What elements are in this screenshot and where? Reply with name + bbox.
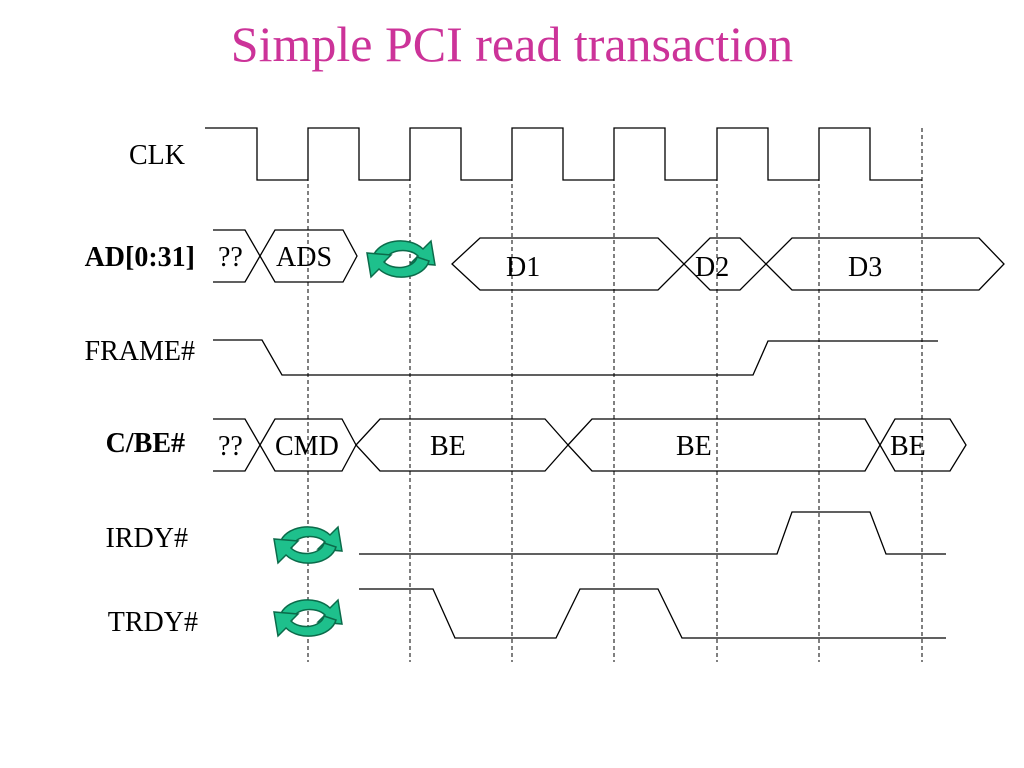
cbe-segment-command-label: CMD xyxy=(275,431,339,462)
cbe-segment-be-2 xyxy=(567,418,881,472)
ad-segment-address xyxy=(259,229,358,283)
turnaround-cycle-icon xyxy=(366,240,436,278)
clock-guides xyxy=(307,128,923,662)
ad-segment-address-label: ADS xyxy=(276,242,332,273)
cbe-bus xyxy=(213,418,967,472)
cbe-label: C/BE# xyxy=(105,428,185,459)
trdy-label: TRDY# xyxy=(107,607,198,638)
cbe-segment-unknown-label: ?? xyxy=(218,431,243,462)
ad-bus xyxy=(213,229,1005,291)
ad-segment-unknown-label: ?? xyxy=(218,242,243,273)
clk-label: CLK xyxy=(129,140,185,171)
cbe-segment-be-2-label: BE xyxy=(676,431,712,462)
cbe-segment-be-3 xyxy=(879,418,967,472)
ad-segment-d2-label: D2 xyxy=(695,252,729,283)
frame-waveform xyxy=(213,339,938,376)
irdy-waveform xyxy=(359,511,946,555)
cbe-segment-be-3-label: BE xyxy=(890,431,926,462)
ad-segment-d1-label: D1 xyxy=(506,252,540,283)
irdy-label: IRDY# xyxy=(105,523,188,554)
cbe-segment-be-1-label: BE xyxy=(430,431,466,462)
clk-waveform xyxy=(205,127,922,181)
ad-segment-d1 xyxy=(451,237,685,291)
page-title: Simple PCI read transaction xyxy=(230,16,794,72)
trdy-waveform xyxy=(359,588,946,639)
frame-label: FRAME# xyxy=(84,336,195,367)
ad-segment-d3-label: D3 xyxy=(848,252,882,283)
ad-segment-d3 xyxy=(765,237,1005,291)
ad-label: AD[0:31] xyxy=(84,242,195,273)
